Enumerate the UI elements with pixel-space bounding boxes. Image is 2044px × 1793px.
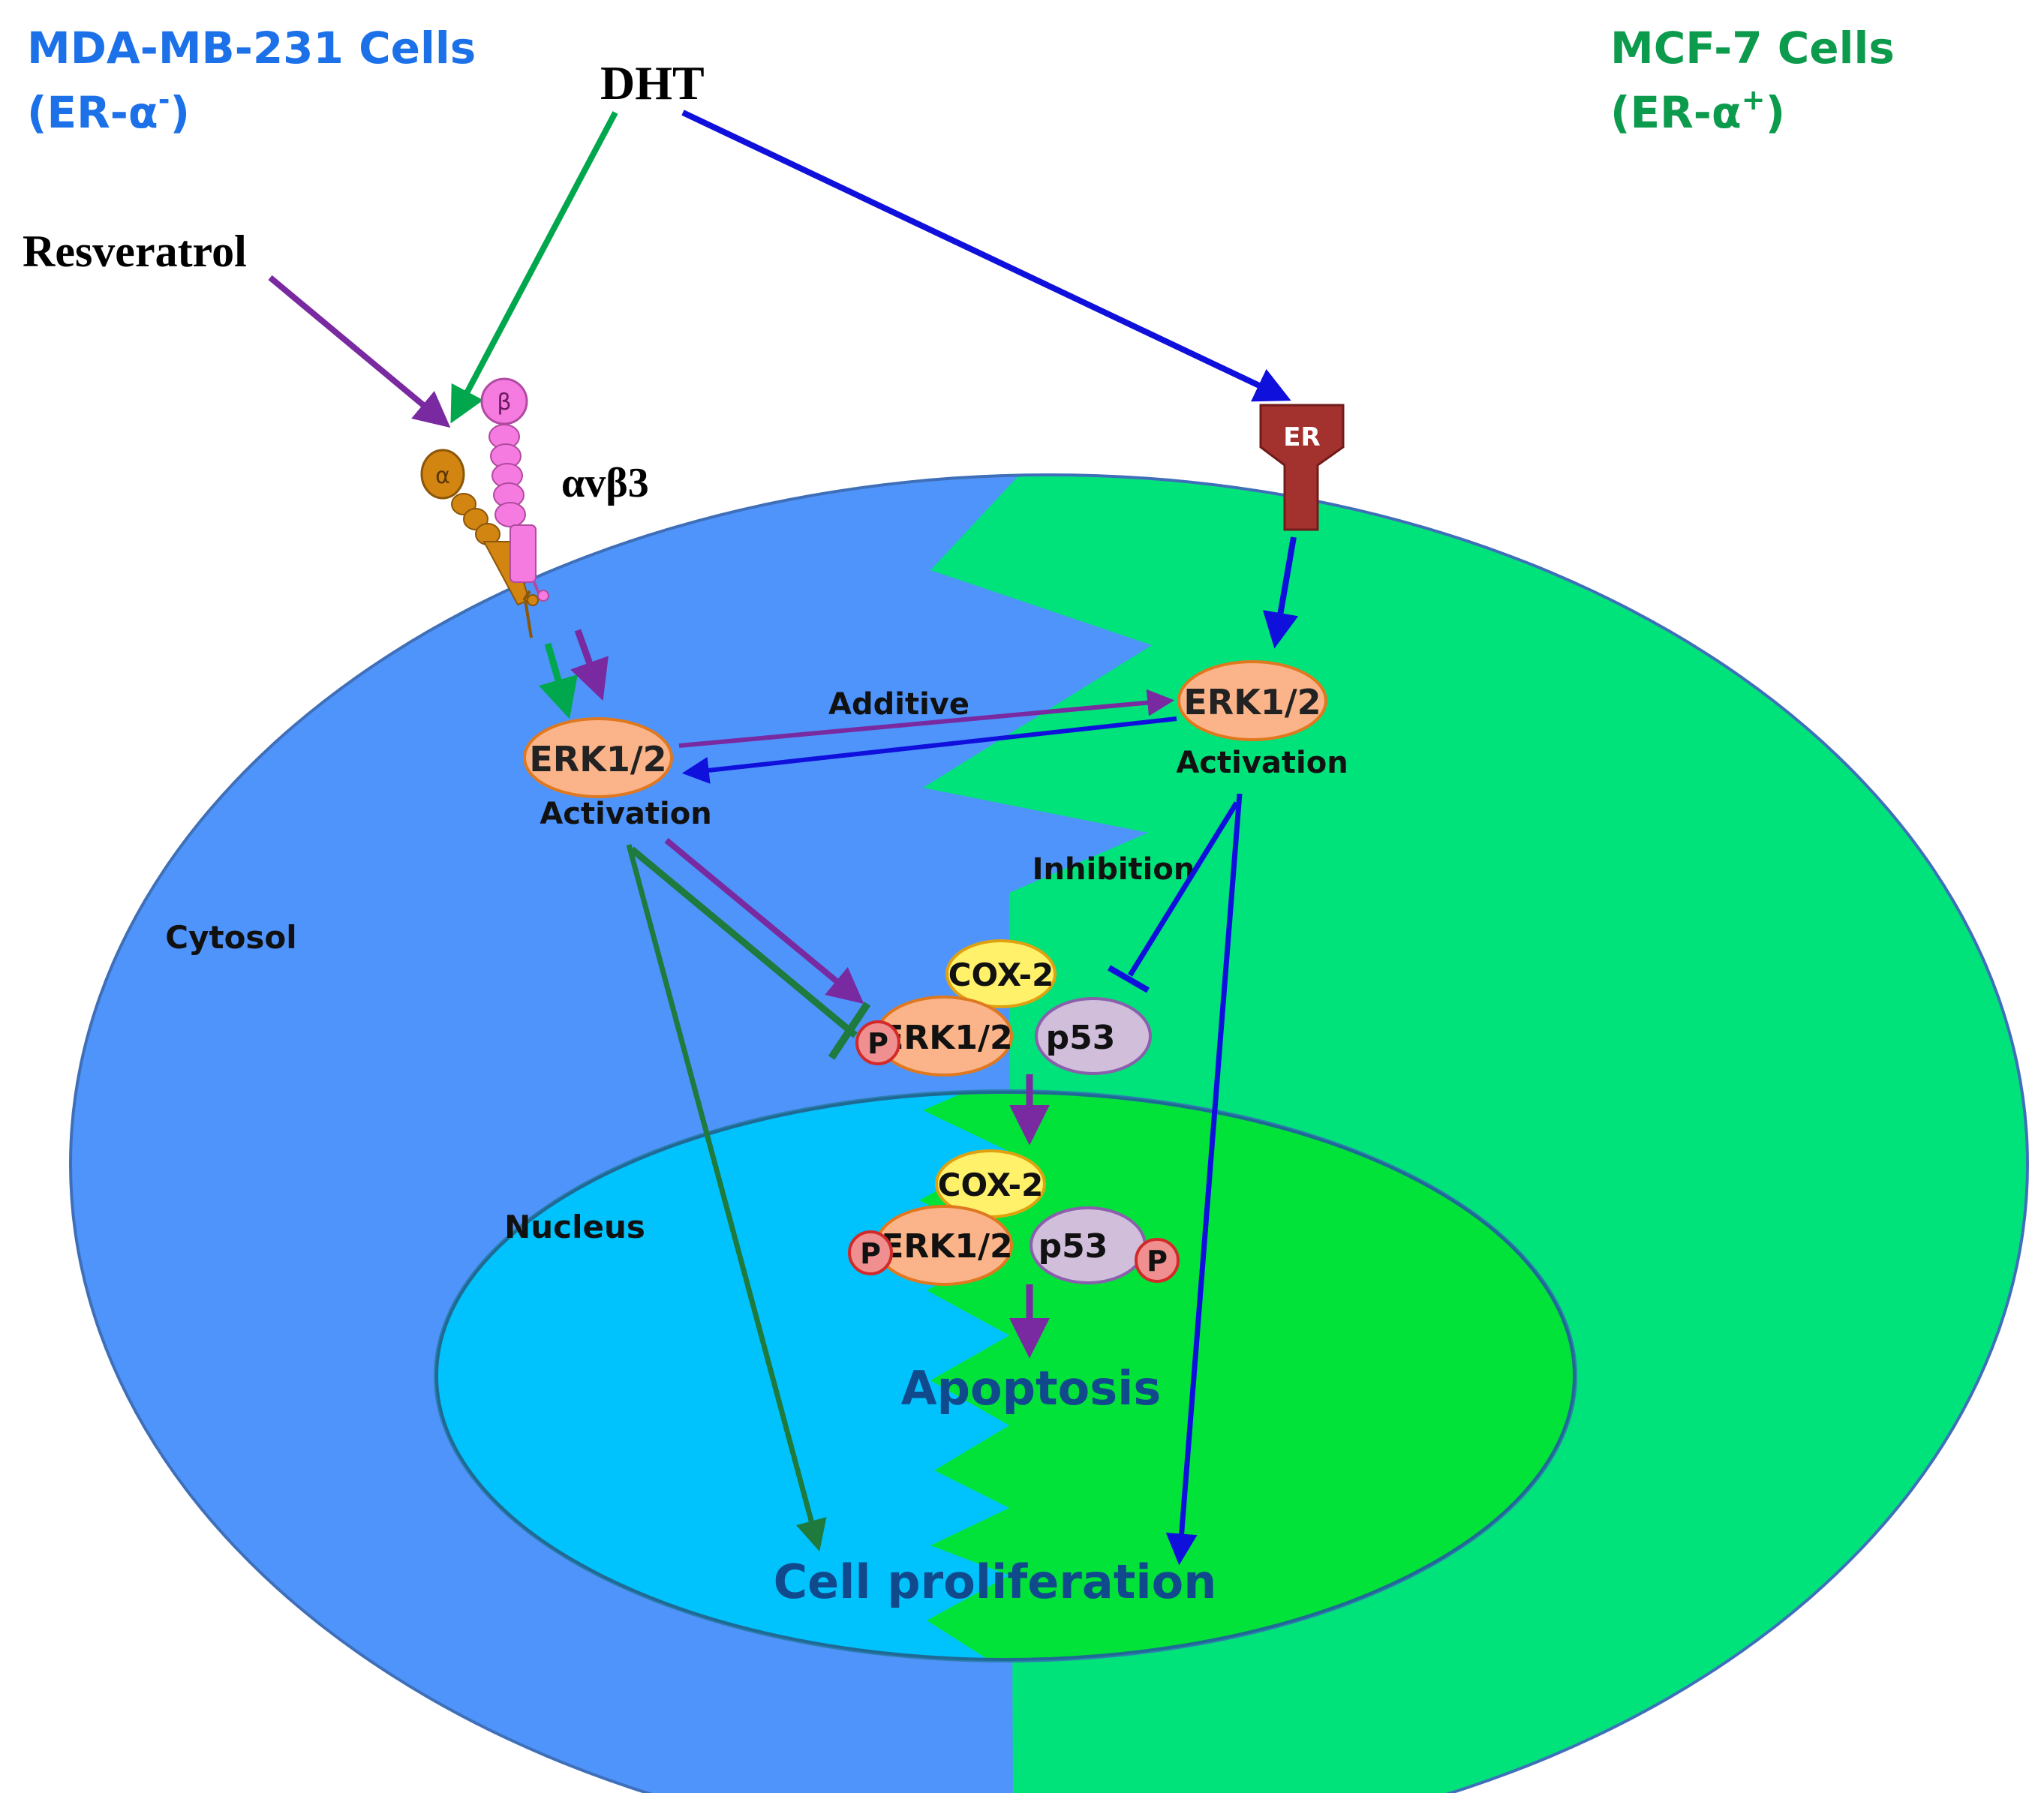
mcf-receptor-status: (ER-α+) <box>1610 83 1785 138</box>
cytosol-label: Cytosol <box>165 919 296 956</box>
erk-right-inhibit-bar <box>1108 965 1150 993</box>
nucleus-label: Nucleus <box>504 1209 645 1245</box>
resveratrol-label: Resveratrol <box>23 227 247 276</box>
erk-right-node: ERK1/2 Activation <box>1176 660 1348 780</box>
erk-right-inhibits-complex <box>1128 801 1239 977</box>
er-to-erk-arrow <box>1262 536 1299 649</box>
apoptosis-label: Apoptosis <box>901 1361 1162 1416</box>
additive-arrow-to-right-erk <box>678 689 1175 748</box>
erk-left-node: ERK1/2 Activation <box>523 717 712 831</box>
beta-subunit: β <box>480 377 549 602</box>
dht-integrin-to-erk-arrow <box>539 642 578 719</box>
erk-left-inhibit-bar <box>828 1002 871 1060</box>
mda-receptor-status: (ER-α-) <box>27 83 190 138</box>
alpha-subunit-label: α <box>435 463 450 489</box>
erk-complex-bottom-label: ERK1/2 <box>881 1227 1012 1266</box>
dht-to-er-arrow <box>681 110 1291 402</box>
alpha-subunit: α <box>420 449 539 638</box>
p53-bottom-label: p53 <box>1039 1227 1108 1266</box>
erk-left-inhibits-complex <box>630 846 858 1038</box>
erk-left-to-complex-purple-arrow <box>664 837 864 1005</box>
erk-complex-top-label: ERK1/2 <box>881 1019 1012 1057</box>
dht-label: DHT <box>600 56 705 110</box>
erk-left-to-proliferation-arrow <box>626 844 827 1552</box>
cox2-top-label: COX-2 <box>948 957 1054 993</box>
erk-right-caption: Activation <box>1176 746 1348 780</box>
integrin-label: αvβ3 <box>561 460 649 506</box>
phospho-bottom-left <box>848 1230 893 1275</box>
integrin-receptor: α β αvβ3 <box>420 377 649 638</box>
additive-arrow-to-left-erk <box>681 716 1177 784</box>
erk-right-label: ERK1/2 <box>1183 682 1321 722</box>
complex-top: COX-2 ERK1/2 p53 P <box>855 939 1152 1077</box>
erk-left-label: ERK1/2 <box>529 739 666 779</box>
er-label: ER <box>1283 422 1320 452</box>
phospho-top-left <box>855 1020 900 1065</box>
mda-title: MDA-MB-231 Cells <box>27 23 476 74</box>
proliferation-label: Cell proliferation <box>774 1554 1217 1609</box>
phospho-bottom-right-label: P <box>1147 1245 1168 1278</box>
resveratrol-to-integrin-arrow <box>268 275 451 428</box>
phospho-bottom-left-label: P <box>860 1237 881 1270</box>
dht-to-integrin-arrow <box>450 111 618 424</box>
cox2-bottom-label: COX-2 <box>938 1167 1044 1203</box>
phospho-bottom-right <box>1135 1238 1180 1283</box>
complex-bottom: COX-2 ERK1/2 p53 P P <box>848 1149 1180 1286</box>
inhibition-label: Inhibition <box>1033 852 1195 887</box>
erk-left-caption: Activation <box>540 797 711 831</box>
beta-subunit-label: β <box>497 389 511 416</box>
mcf-title: MCF-7 Cells <box>1610 23 1895 74</box>
phospho-top-left-label: P <box>867 1027 888 1060</box>
additive-label: Additive <box>828 687 969 722</box>
p53-top-label: p53 <box>1046 1019 1116 1057</box>
resveratrol-integrin-to-erk-arrow <box>570 629 609 701</box>
erk-right-to-proliferation-arrow <box>1165 793 1243 1566</box>
er-receptor: ER <box>1259 404 1345 531</box>
